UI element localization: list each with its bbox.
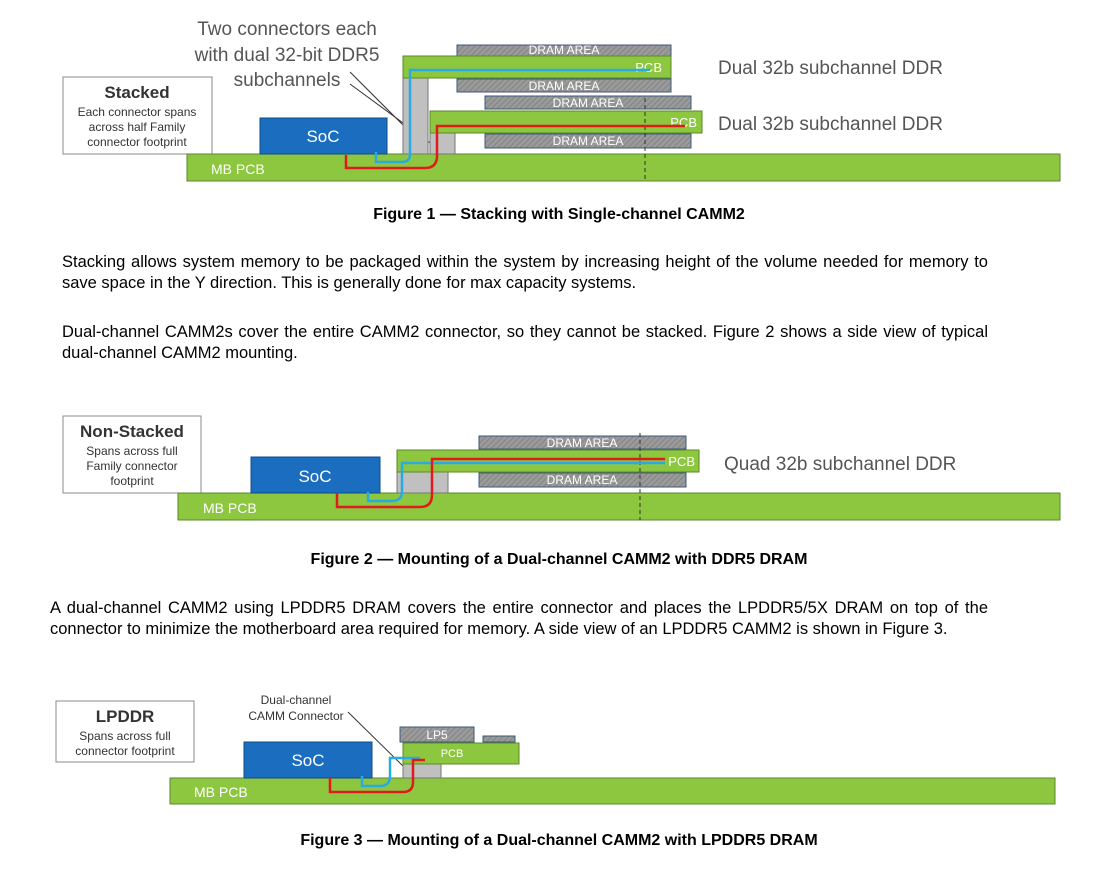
nonstacked-label-line-1: Spans across full xyxy=(86,444,177,458)
soc-label: SoC xyxy=(298,467,331,486)
signal-trace-blue xyxy=(366,461,665,503)
dram-area-label: DRAM AREA xyxy=(547,473,618,487)
connector-callout-line-3: subchannels xyxy=(234,70,341,91)
pcb-top xyxy=(402,55,672,79)
dram-area-label: DRAM AREA xyxy=(553,134,624,148)
nonstacked-label-line-2: Family connector xyxy=(86,459,177,473)
stacked-label-line-2: across half Family xyxy=(89,120,186,134)
lpddr-label-title: LPDDR xyxy=(96,707,155,726)
signal-trace-blue xyxy=(360,756,420,788)
pcb-label-bottom: PCB xyxy=(670,115,697,130)
dram-area-bottom-under xyxy=(484,133,692,149)
small-dram-chip xyxy=(482,735,516,743)
lp5-dram xyxy=(399,726,475,743)
side-label-quad: Quad 32b subchannel DDR xyxy=(724,454,956,475)
mb-pcb-label: MB PCB xyxy=(203,500,257,516)
soc-label: SoC xyxy=(291,751,324,770)
camm-connector-callout-line-1: Dual-channel xyxy=(261,693,332,707)
connector xyxy=(396,469,449,494)
pcb-label: PCB xyxy=(441,748,464,760)
lpddr-label-box xyxy=(55,700,195,763)
dram-area-label: DRAM AREA xyxy=(529,43,600,57)
pcb xyxy=(396,449,700,473)
dram-area-bottom xyxy=(484,95,692,110)
stacked-label-box xyxy=(62,76,213,155)
pcb xyxy=(402,742,520,765)
pcb-label-top: PCB xyxy=(635,60,662,75)
nonstacked-label-box xyxy=(62,415,202,494)
side-label-top: Dual 32b subchannel DDR xyxy=(718,58,943,79)
lp5-label: LP5 xyxy=(426,728,448,742)
stacked-label-line-3: connector footprint xyxy=(87,135,187,149)
signal-trace-red xyxy=(335,457,665,509)
mb-pcb xyxy=(186,153,1061,182)
dram-area-label: DRAM AREA xyxy=(553,96,624,110)
mb-pcb-label: MB PCB xyxy=(211,161,265,177)
figure-3-lpddr-diagram: LPDDR Spans across full connector footpr… xyxy=(55,693,1056,805)
dram-area-top-under xyxy=(456,78,672,93)
soc-chip xyxy=(243,741,373,779)
dram-area-bottom xyxy=(478,472,687,488)
connector-tall xyxy=(402,75,429,155)
signal-trace-red xyxy=(344,124,685,170)
soc-chip xyxy=(259,117,388,155)
camm-connector-callout-line-2: CAMM Connector xyxy=(248,709,343,723)
pcb-bottom xyxy=(429,110,703,134)
mb-pcb-label: MB PCB xyxy=(194,784,248,800)
dram-area-top xyxy=(478,435,687,450)
dram-area-label: DRAM AREA xyxy=(529,79,600,93)
soc-chip xyxy=(250,456,381,494)
mb-pcb xyxy=(169,777,1056,805)
signal-trace-blue xyxy=(374,68,650,164)
figure-1-stacked-diagram: Stacked Each connector spans across half… xyxy=(62,19,1061,182)
paragraph-dual-channel: Dual-channel CAMM2s cover the entire CAM… xyxy=(62,323,988,362)
figure-1-caption: Figure 1 — Stacking with Single-channel … xyxy=(373,206,745,223)
nonstacked-label-line-3: footprint xyxy=(110,474,154,488)
lpddr-label-line-2: connector footprint xyxy=(75,744,175,758)
figure-2-caption: Figure 2 — Mounting of a Dual-channel CA… xyxy=(310,551,808,568)
signal-trace-red xyxy=(328,758,425,794)
figure-3-caption: Figure 3 — Mounting of a Dual-channel CA… xyxy=(300,832,818,849)
stacked-label-title: Stacked xyxy=(104,83,169,102)
connector-callout-line-2: with dual 32-bit DDR5 xyxy=(194,45,380,66)
mb-pcb xyxy=(177,492,1061,521)
connector xyxy=(402,763,442,779)
stacked-label-line-1: Each connector spans xyxy=(78,105,197,119)
callout-leader-line xyxy=(349,71,411,133)
dram-area-label: DRAM AREA xyxy=(547,436,618,450)
side-label-bottom: Dual 32b subchannel DDR xyxy=(718,114,943,135)
connector-callout-line-1: Two connectors each xyxy=(197,19,377,40)
lpddr-label-line-1: Spans across full xyxy=(79,729,170,743)
paragraph-lpddr5: A dual-channel CAMM2 using LPDDR5 DRAM c… xyxy=(50,599,988,638)
pcb-label: PCB xyxy=(668,454,695,469)
paragraph-stacking: Stacking allows system memory to be pack… xyxy=(62,253,988,292)
soc-label: SoC xyxy=(306,127,339,146)
figure-2-nonstacked-diagram: Non-Stacked Spans across full Family con… xyxy=(62,415,1061,521)
nonstacked-label-title: Non-Stacked xyxy=(80,422,184,441)
